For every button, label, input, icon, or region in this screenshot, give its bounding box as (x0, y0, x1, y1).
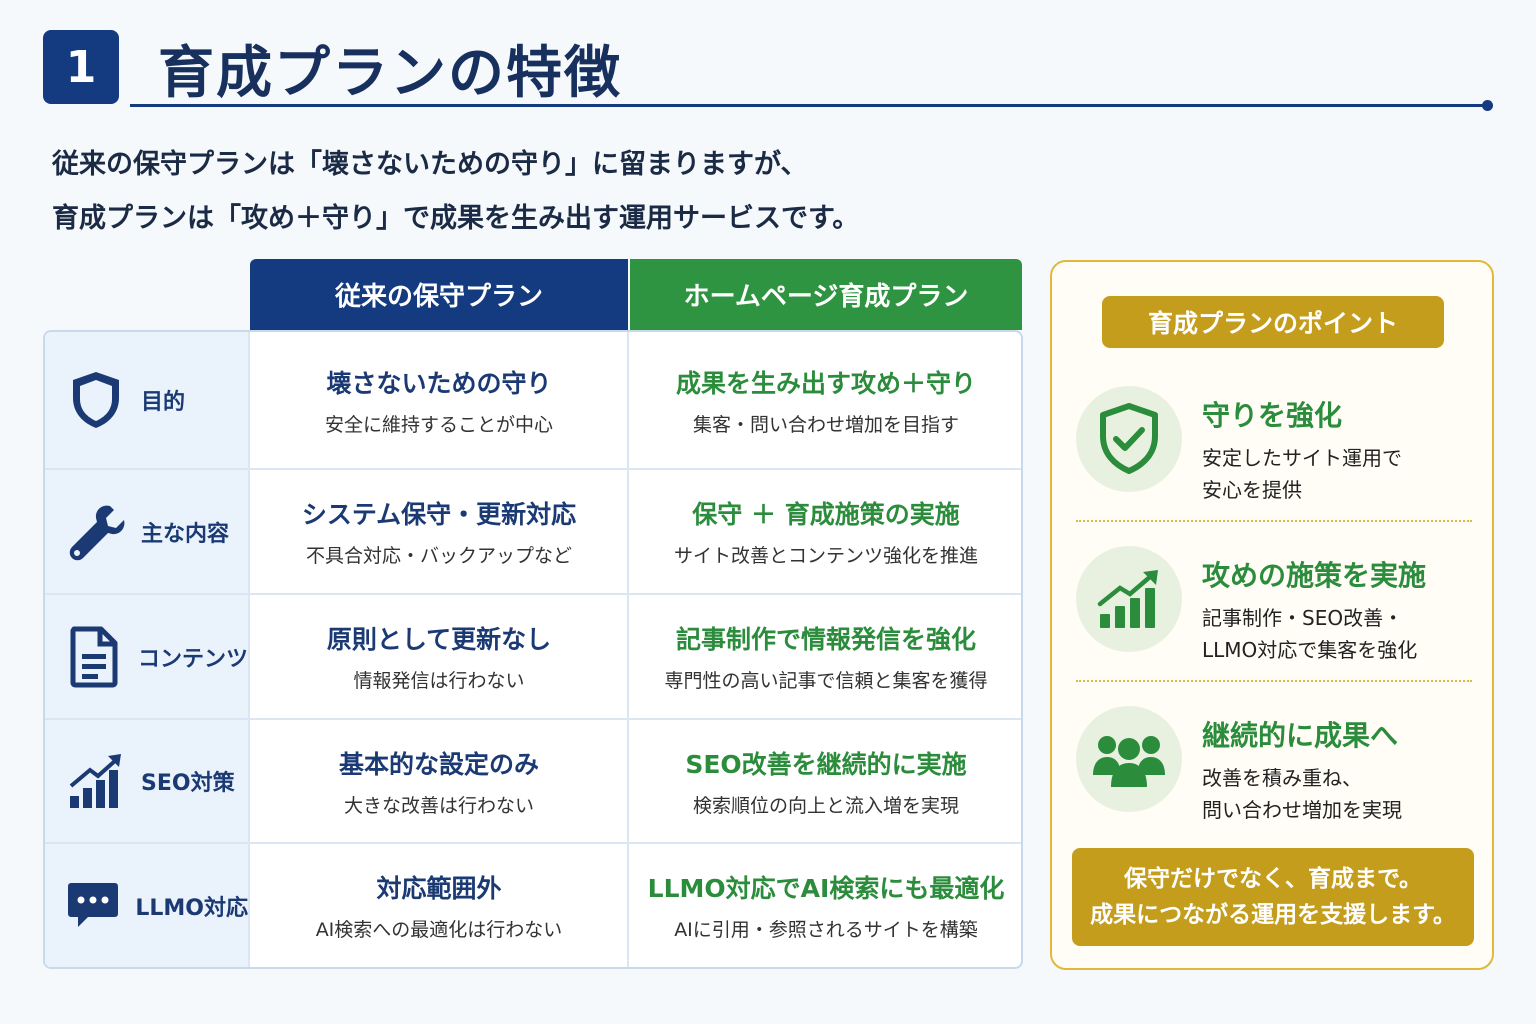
point-item: 継続的に成果へ 改善を積み重ね、 問い合わせ増加を実現 (1076, 692, 1472, 832)
row-category-label: SEO対策 (141, 771, 235, 796)
point-desc: 安定したサイト運用で 安心を提供 (1202, 442, 1402, 506)
old-plan-sub: AI検索への最適化は行わない (315, 919, 563, 941)
old-plan-main: 壊さないための守り (326, 368, 552, 398)
old-plan-sub: 安全に維持することが中心 (324, 413, 553, 436)
wrench-icon (65, 501, 127, 563)
points-panel: 育成プランのポイント 守りを強化 安定したサイト運用で 安心を提供 (1050, 260, 1494, 970)
new-plan-main: LLMO対応でAI検索にも最適化 (647, 874, 1005, 903)
old-plan-cell: 壊さないための守り 安全に維持することが中心 (251, 332, 629, 468)
table-row-contents: コンテンツ 原則として更新なし 情報発信は行わない 記事制作で情報発信を強化 専… (45, 593, 1021, 718)
point-desc: 記事制作・SEO改善・ LLMO対応で集客を強化 (1202, 602, 1417, 666)
new-plan-cell: 記事制作で情報発信を強化 専門性の高い記事で信頼と集客を獲得 (631, 595, 1021, 718)
point-item: 守りを強化 安定したサイト運用で 安心を提供 (1076, 372, 1472, 512)
new-plan-sub: サイト改善とコンテンツ強化を推進 (673, 545, 978, 567)
old-plan-sub: 大きな改善は行わない (343, 794, 534, 817)
point-desc-line: 記事制作・SEO改善・ (1202, 606, 1404, 630)
new-plan-main: 成果を生み出す攻め＋守り (675, 368, 976, 398)
new-plan-main: 保守 ＋ 育成施策の実施 (692, 500, 960, 529)
panel-footer-line-2: 成果につながる運用を支援します。 (1090, 902, 1456, 928)
point-title: 攻めの施策を実施 (1202, 559, 1427, 592)
new-plan-cell: 成果を生み出す攻め＋守り 集客・問い合わせ増加を目指す (631, 332, 1021, 468)
intro-text: 従来の保守プランは「壊さないための守り」に留まりますが、 育成プランは「攻め＋守… (52, 138, 859, 246)
new-plan-cell: 保守 ＋ 育成施策の実施 サイト改善とコンテンツ強化を推進 (631, 470, 1021, 593)
row-category: 主な内容 (45, 470, 250, 593)
panel-footer-line-1: 保守だけでなく、育成まで。 (1123, 866, 1423, 892)
document-icon (65, 626, 124, 688)
table-row-purpose: 目的 壊さないための守り 安全に維持することが中心 成果を生み出す攻め＋守り 集… (45, 332, 1021, 468)
column-header-new-plan: ホームページ育成プラン (630, 259, 1022, 330)
table-row-content: 主な内容 システム保守・更新対応 不具合対応・バックアップなど 保守 ＋ 育成施… (45, 468, 1021, 593)
comparison-table: 目的 壊さないための守り 安全に維持することが中心 成果を生み出す攻め＋守り 集… (43, 330, 1023, 969)
point-title: 継続的に成果へ (1202, 719, 1399, 752)
old-plan-cell: 原則として更新なし 情報発信は行わない (251, 595, 629, 718)
divider (1076, 680, 1472, 682)
old-plan-cell: 対応範囲外 AI検索への最適化は行わない (251, 844, 629, 967)
section-number-badge: 1 (43, 30, 119, 104)
old-plan-main: システム保守・更新対応 (301, 500, 577, 529)
new-plan-sub: 集客・問い合わせ増加を目指す (692, 413, 959, 436)
point-desc: 改善を積み重ね、 問い合わせ増加を実現 (1202, 762, 1402, 826)
new-plan-main: 記事制作で情報発信を強化 (675, 625, 976, 654)
old-plan-cell: システム保守・更新対応 不具合対応・バックアップなど (251, 470, 629, 593)
old-plan-sub: 不具合対応・バックアップなど (305, 545, 572, 567)
page-title: 育成プランの特徴 (158, 41, 622, 106)
new-plan-sub: 検索順位の向上と流入増を実現 (692, 794, 959, 817)
new-plan-cell: LLMO対応でAI検索にも最適化 AIに引用・参照されるサイトを構築 (631, 844, 1021, 967)
growth-chart-icon (65, 750, 127, 812)
shield-check-icon (1076, 386, 1182, 492)
divider (1076, 520, 1472, 522)
row-category: SEO対策 (45, 720, 250, 842)
chat-bubble-icon (65, 875, 121, 937)
panel-footer: 保守だけでなく、育成まで。 成果につながる運用を支援します。 (1072, 848, 1474, 946)
old-plan-sub: 情報発信は行わない (353, 670, 525, 692)
old-plan-main: 原則として更新なし (326, 625, 552, 654)
intro-line-1: 従来の保守プランは「壊さないための守り」に留まりますが、 (52, 149, 808, 180)
row-category: 目的 (45, 332, 250, 468)
panel-title: 育成プランのポイント (1102, 296, 1444, 348)
column-header-old-plan: 従来の保守プラン (250, 259, 628, 330)
row-category-label: 目的 (141, 390, 186, 415)
new-plan-cell: SEO改善を継続的に実施 検索順位の向上と流入増を実現 (631, 720, 1021, 842)
point-title: 守りを強化 (1202, 399, 1343, 432)
point-desc-line: 改善を積み重ね、 (1202, 766, 1362, 790)
new-plan-main: SEO改善を継続的に実施 (685, 749, 967, 779)
point-desc-line: LLMO対応で集客を強化 (1202, 638, 1418, 662)
row-category: LLMO対応 (45, 844, 250, 967)
growth-chart-icon (1076, 546, 1182, 652)
people-icon (1076, 706, 1182, 812)
point-desc-line: 安心を提供 (1202, 478, 1302, 502)
title-underline-dot (1482, 100, 1493, 111)
row-category-label: 主な内容 (141, 521, 230, 547)
intro-line-2: 育成プランは「攻め＋守り」で成果を生み出す運用サービスです。 (52, 203, 860, 234)
row-category-label: コンテンツ (137, 646, 248, 672)
title-underline (130, 104, 1486, 107)
point-desc-line: 問い合わせ増加を実現 (1202, 798, 1402, 822)
table-row-seo: SEO対策 基本的な設定のみ 大きな改善は行わない SEO改善を継続的に実施 検… (45, 718, 1021, 842)
old-plan-main: 基本的な設定のみ (338, 749, 539, 779)
new-plan-sub: 専門性の高い記事で信頼と集客を獲得 (664, 670, 988, 692)
table-row-llmo: LLMO対応 対応範囲外 AI検索への最適化は行わない LLMO対応でAI検索に… (45, 842, 1021, 967)
old-plan-cell: 基本的な設定のみ 大きな改善は行わない (251, 720, 629, 842)
new-plan-sub: AIに引用・参照されるサイトを構築 (674, 919, 978, 941)
point-item: 攻めの施策を実施 記事制作・SEO改善・ LLMO対応で集客を強化 (1076, 532, 1472, 672)
row-category: コンテンツ (45, 595, 250, 718)
shield-icon (65, 369, 127, 431)
point-desc-line: 安定したサイト運用で (1202, 446, 1402, 470)
old-plan-main: 対応範囲外 (376, 874, 502, 903)
row-category-label: LLMO対応 (135, 895, 248, 921)
